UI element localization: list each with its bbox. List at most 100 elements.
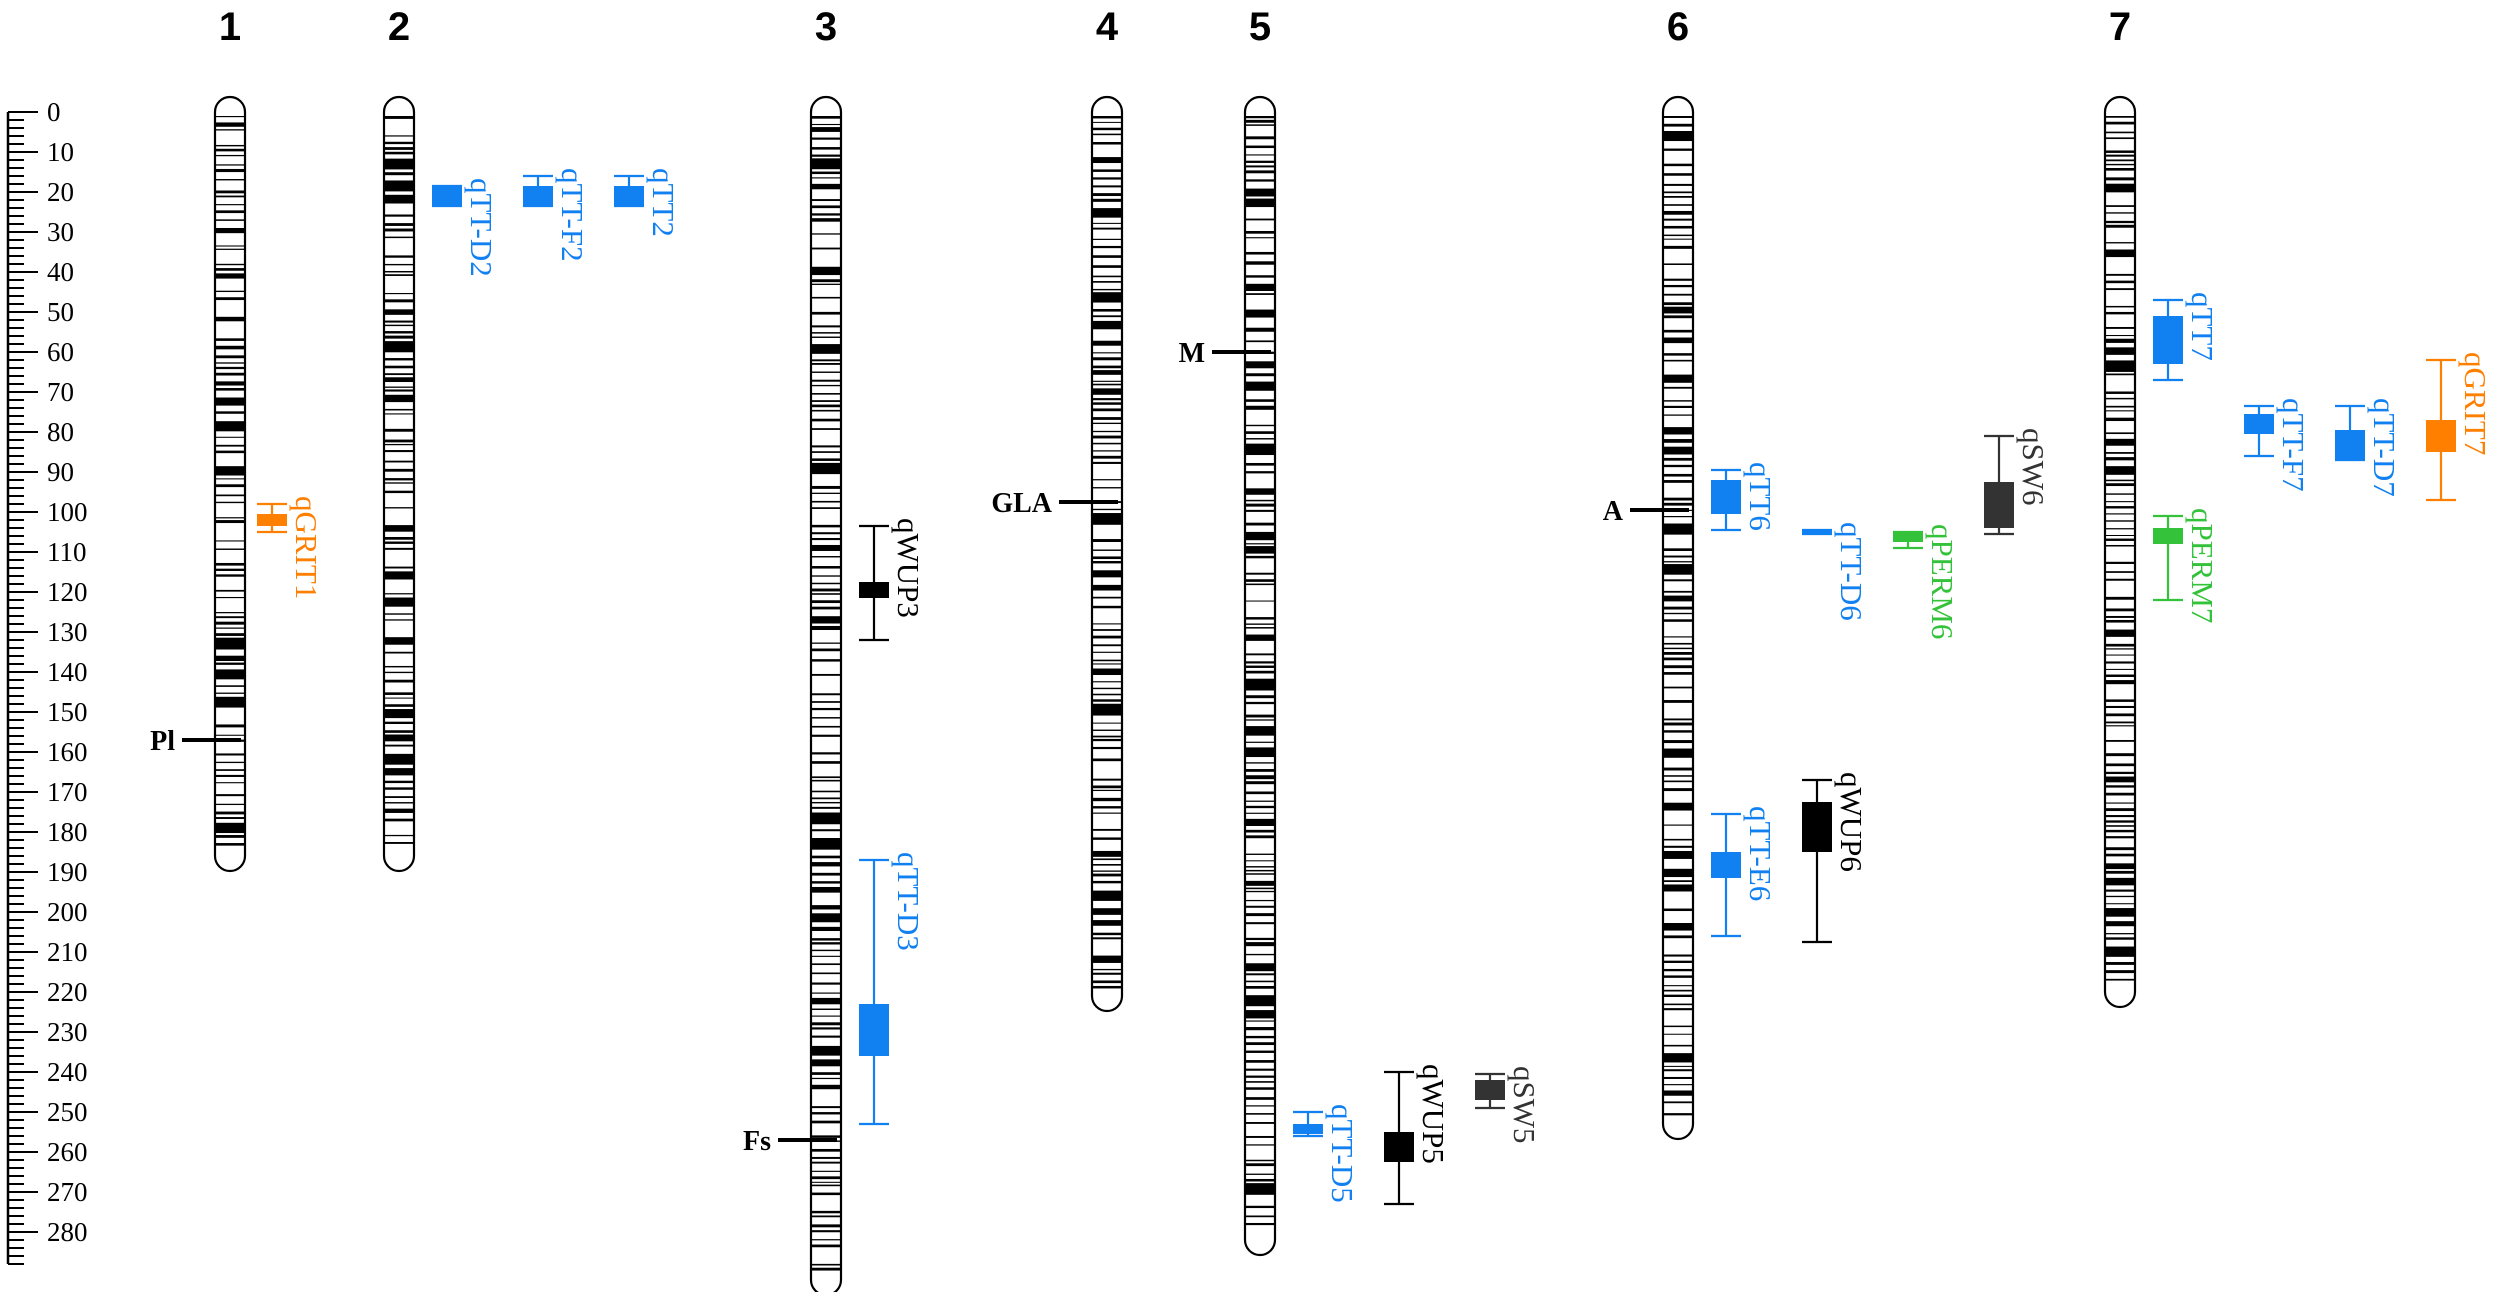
qtl-qtt-d7[interactable]: qTT-D7 bbox=[2335, 398, 2402, 497]
chromosome-outline bbox=[1661, 95, 1695, 1141]
qtl-box bbox=[2153, 316, 2183, 364]
scale-label: 180 bbox=[47, 817, 88, 847]
scale-label: 120 bbox=[47, 577, 88, 607]
scale-label: 280 bbox=[47, 1217, 88, 1247]
qtl-qtt-d5[interactable]: qTT-D5 bbox=[1293, 1104, 1360, 1203]
chromosome-1[interactable]: 1Pl qGRIT1 bbox=[150, 5, 324, 873]
qtl-label: qPERM6 bbox=[1925, 524, 1960, 639]
qtl-qgrit1[interactable]: qGRIT1 bbox=[257, 496, 324, 599]
qtl-label: qTT-F2 bbox=[555, 168, 590, 262]
marker-label[interactable]: Pl bbox=[150, 726, 175, 757]
qtl-box bbox=[859, 1004, 889, 1056]
qtl-qwup3[interactable]: qWUP3 bbox=[859, 518, 926, 642]
qtl-label: qWUP3 bbox=[891, 518, 926, 618]
qtl-box bbox=[1384, 1132, 1414, 1162]
qtl-label: qWUP6 bbox=[1834, 772, 1869, 872]
marker-label[interactable]: M bbox=[1179, 338, 1205, 369]
qtl-box bbox=[1293, 1124, 1323, 1134]
scale-label: 220 bbox=[47, 977, 88, 1007]
scale-label: 110 bbox=[47, 537, 87, 567]
marker-label[interactable]: Fs bbox=[743, 1126, 771, 1157]
qtl-label: qSW6 bbox=[2016, 428, 2051, 506]
qtl-qtt-e6[interactable]: qTT-E6 bbox=[1711, 806, 1778, 938]
scale-label: 130 bbox=[47, 617, 88, 647]
scale-label: 240 bbox=[47, 1057, 88, 1087]
qtl-qtt7[interactable]: qTT7 bbox=[2153, 292, 2220, 382]
scale-label: 40 bbox=[47, 257, 74, 287]
marker-label[interactable]: GLA bbox=[991, 488, 1052, 519]
scale-label: 170 bbox=[47, 777, 88, 807]
chromosome-title: 2 bbox=[388, 5, 410, 49]
qtl-box bbox=[2244, 414, 2274, 434]
scale-label: 30 bbox=[47, 217, 74, 247]
qtl-qtt-f2[interactable]: qTT-F2 bbox=[523, 168, 590, 262]
qtl-qperm7[interactable]: qPERM7 bbox=[2153, 508, 2220, 623]
qtl-box bbox=[2153, 528, 2183, 544]
qtl-label: qPERM7 bbox=[2185, 508, 2220, 623]
qtl-qwup5[interactable]: qWUP5 bbox=[1384, 1064, 1451, 1206]
qtl-qperm6[interactable]: qPERM6 bbox=[1893, 524, 1960, 639]
qtl-qtt-f7[interactable]: qTT-F7 bbox=[2244, 398, 2311, 492]
qtl-label: qTT-D5 bbox=[1325, 1104, 1360, 1203]
scale-label: 50 bbox=[47, 297, 74, 327]
qtl-box bbox=[2335, 430, 2365, 460]
scale-label: 90 bbox=[47, 457, 74, 487]
scale-label: 80 bbox=[47, 417, 74, 447]
scale-label: 160 bbox=[47, 737, 88, 767]
marker-bands bbox=[384, 116, 414, 844]
chromosome-title: 1 bbox=[219, 5, 241, 49]
qtl-label: qWUP5 bbox=[1416, 1064, 1451, 1164]
qtl-label: qTT7 bbox=[2185, 292, 2220, 361]
scale-label: 260 bbox=[47, 1137, 88, 1167]
qtl-qsw6[interactable]: qSW6 bbox=[1984, 428, 2051, 536]
marker-label[interactable]: A bbox=[1603, 496, 1624, 527]
qtl-qtt-d6[interactable]: qTT-D6 bbox=[1802, 522, 1869, 621]
scale-label: 230 bbox=[47, 1017, 88, 1047]
scale-label: 0 bbox=[47, 97, 61, 127]
qtl-box bbox=[1711, 852, 1741, 878]
scale-label: 270 bbox=[47, 1177, 88, 1207]
scale-label: 60 bbox=[47, 337, 74, 367]
qtl-box bbox=[859, 582, 889, 598]
qtl-label: qTT6 bbox=[1743, 462, 1778, 531]
chromosome-outline bbox=[809, 95, 843, 1292]
qtl-qtt6[interactable]: qTT6 bbox=[1711, 462, 1778, 532]
qtl-qgrit7[interactable]: qGRIT7 bbox=[2426, 352, 2493, 502]
qtl-qsw5[interactable]: qSW5 bbox=[1475, 1066, 1542, 1144]
scale-label: 150 bbox=[47, 697, 88, 727]
chromosome-outline bbox=[1243, 95, 1277, 1257]
qtl-qtt2[interactable]: qTT2 bbox=[614, 168, 681, 237]
scale-label: 140 bbox=[47, 657, 88, 687]
chromosome-outline bbox=[213, 95, 247, 873]
chromosome-2[interactable]: 2 qTT-D2 qTT-F2 qTT2 bbox=[382, 5, 681, 873]
qtl-box bbox=[1475, 1080, 1505, 1100]
cm-scale-bar: 0102030405060708090100110120130140150160… bbox=[6, 97, 88, 1265]
qtl-label: qTT2 bbox=[646, 168, 681, 237]
scale-label: 190 bbox=[47, 857, 88, 887]
marker-bands bbox=[811, 116, 841, 1271]
qtl-qtt-d2[interactable]: qTT-D2 bbox=[432, 178, 499, 277]
qtl-qtt-d3[interactable]: qTT-D3 bbox=[859, 852, 926, 1126]
qtl-box bbox=[614, 186, 644, 206]
scale-label: 250 bbox=[47, 1097, 88, 1127]
marker-bands bbox=[215, 116, 245, 846]
qtl-box bbox=[1893, 532, 1923, 542]
qtl-qwup6[interactable]: qWUP6 bbox=[1802, 772, 1869, 944]
qtl-label: qTT-F7 bbox=[2276, 398, 2311, 492]
chromosome-7[interactable]: 7 qTT7 qPERM7 qTT-F7 qTT-D7 qGRIT7 bbox=[2103, 5, 2493, 1009]
qtl-label: qTT-D6 bbox=[1834, 522, 1869, 621]
scale-label: 210 bbox=[47, 937, 88, 967]
chromosome-title: 7 bbox=[2109, 5, 2131, 49]
chromosome-outline bbox=[2103, 95, 2137, 1009]
chromosome-outline bbox=[382, 95, 416, 873]
marker-bands bbox=[1092, 116, 1122, 989]
qtl-label: qTT-D3 bbox=[891, 852, 926, 951]
scale-label: 10 bbox=[47, 137, 74, 167]
qtl-label: qGRIT7 bbox=[2458, 352, 2493, 455]
chromosome-title: 4 bbox=[1096, 5, 1119, 49]
marker-bands bbox=[1245, 116, 1275, 1226]
